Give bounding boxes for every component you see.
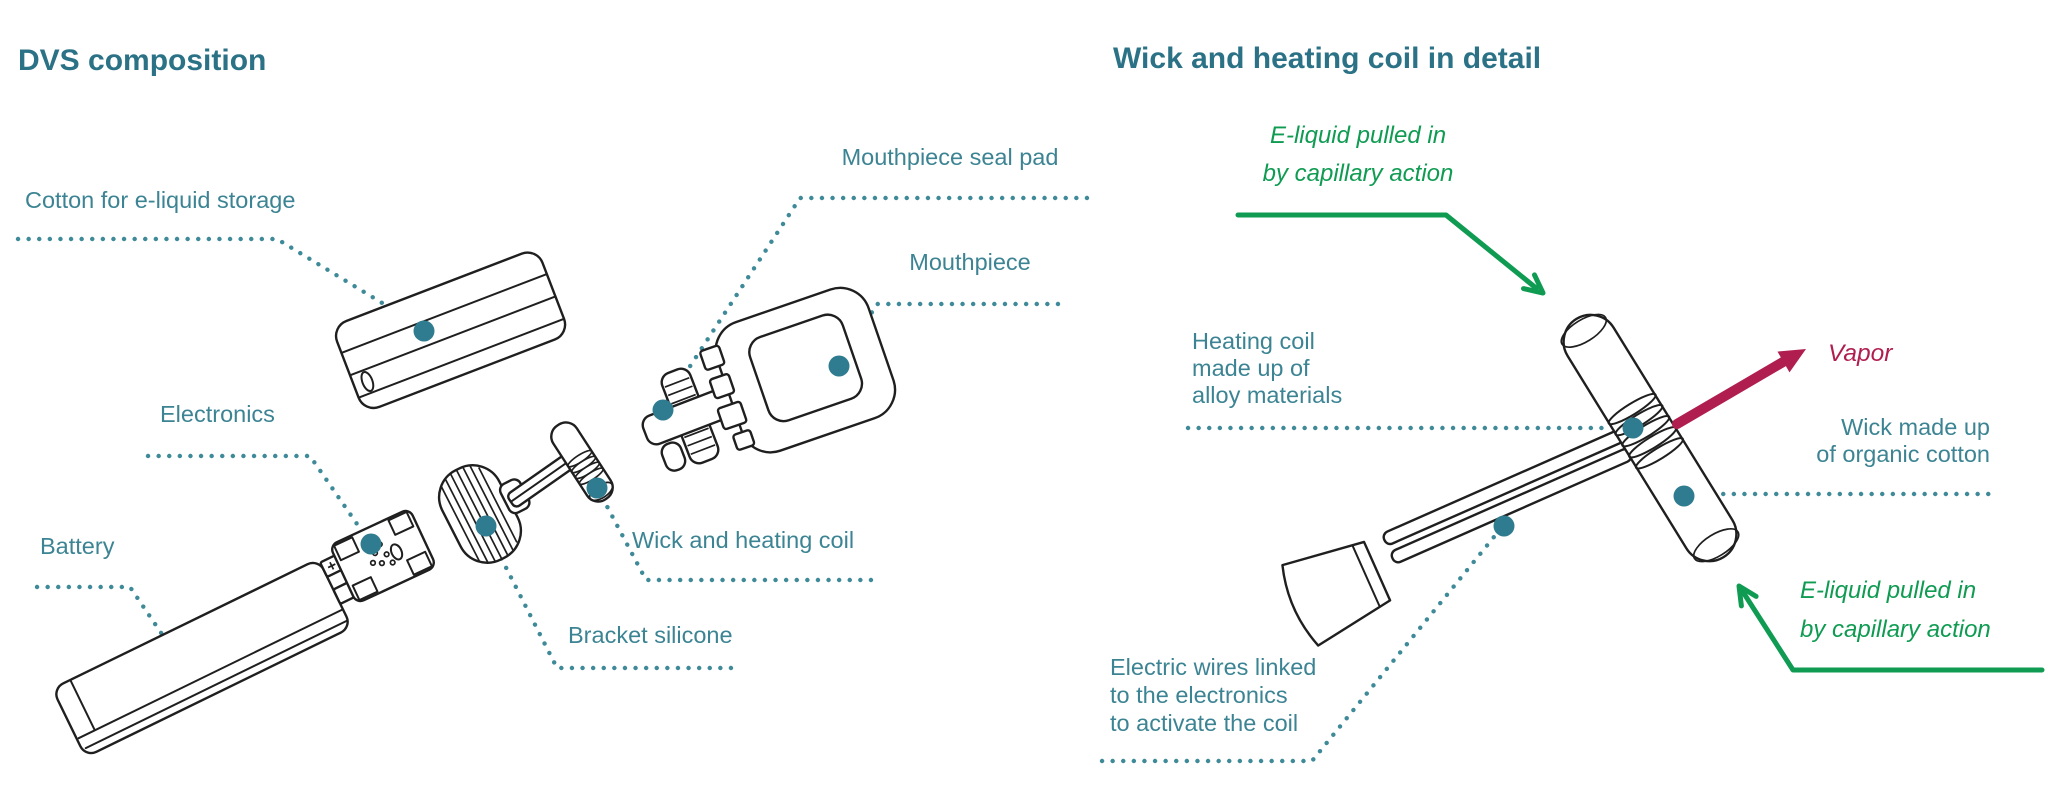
- wires-label-line1: Electric wires linked: [1110, 654, 1316, 680]
- eliquid-bottom-label-line2: by capillary action: [1800, 616, 1991, 643]
- wick-coil-dot: [586, 477, 608, 499]
- heating-coil-label-line1: Heating coil: [1192, 328, 1315, 354]
- heating-coil-label-line2: made up of: [1192, 355, 1310, 381]
- wick-cylinder-drawing: [1560, 313, 1740, 563]
- battery-leader-line: [34, 584, 173, 649]
- wick-coil-leader-line: [598, 492, 874, 583]
- eliquid-top-arrowhead-icon: [1521, 272, 1546, 296]
- wires-dot: [1493, 515, 1515, 537]
- electric-wires-drawing: [1382, 429, 1633, 564]
- eliquid-bottom-label-line1: E-liquid pulled in: [1800, 577, 1976, 604]
- seal-pad-label: Mouthpiece seal pad: [842, 144, 1059, 170]
- cotton-label: Cotton for e-liquid storage: [25, 187, 295, 213]
- wick-coil-label: Wick and heating coil: [632, 527, 854, 553]
- mouthpiece-label: Mouthpiece: [909, 249, 1031, 275]
- mouthpiece-drawing: [699, 286, 897, 454]
- electronics-leader-line: [145, 453, 369, 540]
- wires-label-line3: to activate the coil: [1110, 710, 1298, 736]
- cotton-dot: [413, 320, 435, 342]
- vapor-label: Vapor: [1828, 340, 1893, 367]
- cotton-storage-drawing: [334, 251, 567, 410]
- left-panel-title: DVS composition: [18, 44, 266, 77]
- wick-label-line2: of organic cotton: [1816, 441, 1990, 467]
- cotton-leader-line: [15, 236, 423, 329]
- wick-dot: [1673, 485, 1695, 507]
- seal-pad-leader-line: [663, 195, 1090, 406]
- wires-label-line2: to the electronics: [1110, 682, 1288, 708]
- dvs-composition-panel: DVS composition: [15, 44, 1090, 755]
- right-panel-title: Wick and heating coil in detail: [1113, 42, 1541, 75]
- wire-base-drawing: [1281, 540, 1392, 647]
- eliquid-top-arrow: [1235, 212, 1539, 291]
- wick-detail-panel: Wick and heating coil in detail: [1099, 42, 2045, 764]
- wires-leader-line: [1099, 529, 1501, 764]
- electronics-label: Electronics: [160, 401, 275, 427]
- battery-drawing: [55, 554, 357, 755]
- eliquid-top-label-line2: by capillary action: [1263, 160, 1454, 187]
- bracket-label: Bracket silicone: [568, 622, 733, 648]
- bracket-leader-line: [487, 533, 734, 671]
- seal-pad-dot: [652, 399, 674, 421]
- mouthpiece-leader-line: [839, 301, 1061, 364]
- eliquid-top-label-line1: E-liquid pulled in: [1270, 122, 1446, 149]
- electronics-dot: [360, 533, 382, 555]
- eliquid-bottom-arrowhead-icon: [1736, 583, 1759, 609]
- mouthpiece-dot: [828, 355, 850, 377]
- vapor-arrowhead-icon: [1777, 349, 1806, 373]
- heating-coil-label-line3: alloy materials: [1192, 382, 1342, 408]
- wick-label-line1: Wick made up: [1841, 414, 1990, 440]
- vapor-arrow: [1672, 357, 1788, 429]
- bracket-silicone-drawing: [437, 464, 531, 564]
- heating-coil-dot: [1622, 417, 1644, 439]
- battery-label: Battery: [40, 533, 115, 559]
- bracket-dot: [475, 515, 497, 537]
- seal-pad-drawing: [641, 367, 739, 472]
- eliquid-bottom-arrow: [1740, 589, 2045, 673]
